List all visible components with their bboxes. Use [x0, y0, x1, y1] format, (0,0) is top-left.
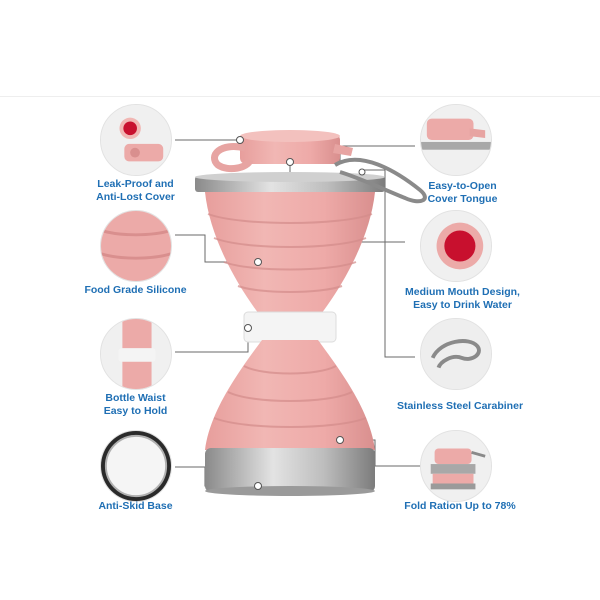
- upper-body: [205, 192, 375, 318]
- bottle-waist-label: Bottle Waist Easy to Hold: [103, 392, 168, 417]
- bottom-base: [205, 448, 375, 496]
- medium-mouth-thumbnail: [420, 210, 492, 282]
- top-rim: [195, 172, 385, 192]
- leak-proof-label: Leak-Proof and Anti-Lost Cover: [96, 178, 175, 203]
- lower-body: [205, 340, 375, 450]
- bottle-waist-thumbnail: [100, 318, 172, 390]
- carabiner-thumbnail: [420, 318, 492, 390]
- divider: [0, 96, 600, 97]
- food-grade-label: Food Grade Silicone: [84, 284, 187, 296]
- waist-band: [243, 311, 337, 343]
- carabiner: [333, 157, 427, 204]
- fold-ratio-label: Fold Ration Up to 78%: [404, 500, 516, 512]
- lid: [211, 130, 353, 173]
- anti-skid-thumbnail: [100, 430, 172, 502]
- fold-ratio-thumbnail: [420, 430, 492, 502]
- leak-proof-thumbnail: [100, 104, 172, 176]
- medium-mouth-label: Medium Mouth Design, Easy to Drink Water: [405, 286, 520, 311]
- easy-open-thumbnail: [420, 104, 492, 176]
- food-grade-thumbnail: [100, 210, 172, 282]
- anti-skid-label: Anti-Skid Base: [98, 500, 173, 512]
- easy-open-label: Easy-to-Open Cover Tongue: [427, 180, 498, 205]
- carabiner-label: Stainless Steel Carabiner: [396, 400, 524, 412]
